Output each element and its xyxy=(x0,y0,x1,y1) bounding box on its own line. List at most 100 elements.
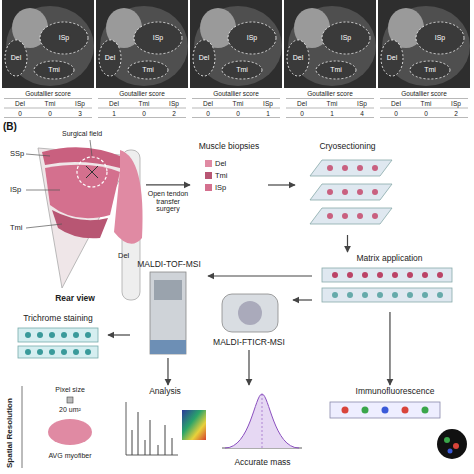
muscle-label: Del xyxy=(386,54,399,62)
table-cell: 4 xyxy=(360,110,364,117)
step-label: MALDI-FTICR-MSI xyxy=(213,338,285,348)
step-label: Matrix application xyxy=(356,254,422,264)
mri-image xyxy=(378,0,470,88)
table-header: Tmi xyxy=(421,100,432,107)
legend-label: Del xyxy=(215,159,226,168)
score-table-rules xyxy=(286,99,374,118)
tof-instrument xyxy=(150,272,186,354)
panel-label: (B) xyxy=(3,121,17,132)
mri-panels xyxy=(2,0,470,118)
table-cell: 1 xyxy=(330,110,334,117)
step-label: Muscle biopsies xyxy=(199,142,259,152)
table-header: Del xyxy=(109,100,119,107)
muscle-label: ISp xyxy=(10,186,21,194)
mri-image xyxy=(96,0,188,88)
muscle-label: Tmi xyxy=(10,224,23,232)
fluorescence-image xyxy=(437,429,467,459)
process-step: Immunofluorescence xyxy=(320,385,470,465)
legend-label: ISp xyxy=(215,183,226,192)
spatial-resolution-key xyxy=(22,386,92,468)
muscle-label: Tmi xyxy=(423,66,437,74)
table-heading: Goutallier score xyxy=(401,90,447,97)
table-header: Tmi xyxy=(139,100,150,107)
biopsy-legend: DelTmiISp xyxy=(205,157,228,193)
score-table-rules xyxy=(4,99,92,118)
table-heading: Goutallier score xyxy=(119,90,165,97)
key-label: Pixel size xyxy=(55,386,85,394)
pixel-square xyxy=(67,397,73,403)
leader-line xyxy=(90,140,92,156)
surgical-field-circle xyxy=(77,157,107,187)
flow-arrow xyxy=(268,184,295,185)
table-cell: 1 xyxy=(266,110,270,117)
flow-arrow xyxy=(293,299,312,300)
instrument-step: MALDI-TOF-MSI xyxy=(130,258,208,358)
table-cell: 1 xyxy=(112,110,116,117)
deltoid xyxy=(114,150,143,244)
legend-swatch xyxy=(205,172,212,179)
leader-line xyxy=(26,224,62,228)
table-heading: Goutallier score xyxy=(307,90,353,97)
legend-row: Tmi xyxy=(205,169,228,181)
legend-swatch xyxy=(205,160,212,167)
table-cell: 0 xyxy=(206,110,210,117)
mri-image xyxy=(190,0,282,88)
step-label: Rear view xyxy=(55,294,95,304)
ion-image xyxy=(182,410,206,440)
mri-image xyxy=(284,0,376,88)
process-step: Cryosectioning xyxy=(295,140,400,235)
table-cell: 0 xyxy=(424,110,428,117)
muscle-label: SSp xyxy=(10,150,24,158)
table-cell: 2 xyxy=(454,110,458,117)
legend-row: Del xyxy=(205,157,228,169)
immunofluorescence-slide xyxy=(330,402,467,459)
step-label: Accurate mass xyxy=(234,458,290,468)
table-header: ISp xyxy=(451,100,461,107)
table-cell: 3 xyxy=(78,110,82,117)
trichrome-slides xyxy=(18,328,98,358)
muscle-label: Tmi xyxy=(47,66,61,74)
muscle-label: Tmi xyxy=(141,66,155,74)
process-step: Analysis xyxy=(120,385,210,470)
flow-arrow xyxy=(108,334,130,335)
muscle-label: Del xyxy=(118,252,129,260)
table-header: ISp xyxy=(169,100,179,107)
table-header: Tmi xyxy=(327,100,338,107)
score-table-rules xyxy=(98,99,186,118)
table-header: Del xyxy=(15,100,25,107)
muscle-label: Del xyxy=(198,54,211,62)
muscle-label: Del xyxy=(10,54,23,62)
legend-swatch xyxy=(205,184,212,191)
table-heading: Goutallier score xyxy=(213,90,259,97)
table-header: Del xyxy=(297,100,307,107)
infraspinatus xyxy=(45,165,120,219)
mass-spectrum xyxy=(126,402,206,455)
table-cell: 0 xyxy=(236,110,240,117)
process-step: Matrix application xyxy=(312,252,467,312)
table-cell: 0 xyxy=(142,110,146,117)
section-heading: Spatial Resolution xyxy=(6,398,15,468)
myofiber-shape xyxy=(48,419,92,445)
table-header: Tmi xyxy=(45,100,56,107)
legend-row: ISp xyxy=(205,181,228,193)
table-cell: 2 xyxy=(172,110,176,117)
suture-mark xyxy=(86,166,98,178)
table-cell: 0 xyxy=(394,110,398,117)
fticr-instrument xyxy=(222,294,278,332)
score-table-rules xyxy=(192,99,280,118)
process-step: Muscle biopsies xyxy=(190,140,268,230)
muscle-label: Tmi xyxy=(329,66,343,74)
muscle-label: Del xyxy=(292,54,305,62)
table-heading: Goutallier score xyxy=(25,90,71,97)
leader-line xyxy=(26,190,60,191)
edge-label: Open tendon transfer surgery xyxy=(146,190,190,213)
step-label: Analysis xyxy=(149,387,181,397)
muscle-label: ISp xyxy=(246,34,259,42)
supraspinatus xyxy=(42,147,125,168)
table-header: ISp xyxy=(357,100,367,107)
muscle-label: ISp xyxy=(340,34,353,42)
table-cell: 0 xyxy=(18,110,22,117)
step-label: Cryosectioning xyxy=(319,142,375,152)
muscle-label: ISp xyxy=(58,34,71,42)
